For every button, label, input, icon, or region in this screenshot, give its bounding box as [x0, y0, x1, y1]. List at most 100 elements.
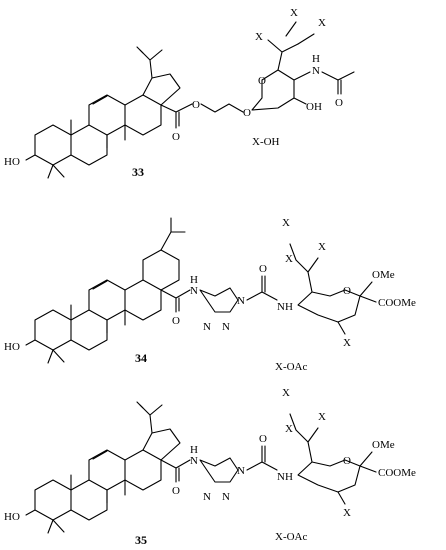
amide-o-label: O: [172, 315, 180, 327]
n-eq2-label: N: [222, 491, 230, 503]
ring-b: [70, 124, 108, 166]
x4-bond: [337, 321, 346, 335]
gem-methyl-1: [47, 164, 54, 179]
x-note-35: X-OAc: [275, 531, 307, 543]
compound-number-35: 35: [135, 533, 147, 547]
ring-a: [34, 309, 72, 351]
double-bond-c: [92, 280, 108, 290]
oh-bond: [293, 97, 307, 105]
ring-a: [34, 124, 72, 166]
ring-d: [124, 279, 162, 321]
isopropenyl: [139, 49, 163, 79]
x2-label: X: [290, 7, 298, 19]
nh-urea-label: NH: [277, 301, 293, 313]
urea-o-label: O: [259, 263, 267, 275]
isopropenyl-double: [136, 46, 144, 54]
coome-label: COOMe: [378, 467, 416, 479]
x1-label: X: [282, 217, 290, 229]
amide-carbon: [160, 459, 177, 483]
n-ring-label: N: [237, 465, 245, 477]
ring-d: [124, 94, 162, 136]
sugar-o-label: O: [343, 285, 351, 297]
x4-bond: [337, 491, 346, 505]
ring-e: [142, 73, 181, 106]
ester-carbon: [160, 104, 177, 129]
anomeric: [359, 281, 377, 303]
urea-o-label: O: [259, 433, 267, 445]
n-ring-label: N: [237, 295, 245, 307]
x3-label: X: [318, 17, 326, 29]
x2-label: X: [285, 253, 293, 265]
nh-bond: [293, 71, 311, 81]
triazole-ring: [199, 287, 239, 313]
amide-o-label: O: [335, 97, 343, 109]
x3-label: X: [318, 411, 326, 423]
compound-number-34: 34: [135, 351, 147, 365]
anomeric: [359, 451, 377, 473]
ester-o-label: O: [172, 131, 180, 143]
gem-dimethyl: [160, 217, 186, 251]
amide-n-bond: [175, 459, 191, 469]
ho-bond: [25, 339, 36, 346]
amide-n-bond: [175, 289, 191, 299]
double-bond-c: [92, 450, 108, 460]
ho-bond: [25, 509, 36, 516]
ho-bond: [25, 154, 36, 161]
x1-label: X: [255, 31, 263, 43]
ho-label: HO: [4, 341, 20, 353]
ethylene-linker: [200, 103, 244, 113]
x4-label: X: [343, 507, 351, 519]
isopropenyl: [139, 404, 163, 434]
amide-chain: [321, 71, 355, 81]
ring-a: [34, 479, 72, 521]
sugar-o-label: O: [343, 455, 351, 467]
side-chain: [289, 243, 319, 293]
gem-methyl-1: [47, 349, 54, 364]
nh-n-label: N: [312, 65, 320, 77]
gem-methyl-1: [47, 519, 54, 534]
coome-label: COOMe: [378, 297, 416, 309]
ome-label: OMe: [372, 439, 395, 451]
ester-bond: [175, 103, 193, 113]
nh-urea-label: NH: [277, 471, 293, 483]
compound-34: HO O H N N N N O NH O X X X X OMe COOMe …: [4, 217, 416, 373]
urea-chain: [246, 291, 278, 301]
side-chain: [289, 413, 319, 463]
n-label: N: [190, 455, 198, 467]
x-note-34: X-OAc: [275, 361, 307, 373]
sugar-ring: [251, 69, 295, 111]
x-note-33: X-OH: [252, 136, 280, 148]
compound-33: HO O O O O OH X X X H N O X-OH 33: [4, 7, 355, 179]
h-label: H: [190, 274, 198, 286]
ho-label: HO: [4, 156, 20, 168]
x2-label: X: [285, 423, 293, 435]
ring-b: [70, 479, 108, 521]
ester-o2-label: O: [192, 99, 200, 111]
urea-chain: [246, 461, 278, 471]
h-label: H: [190, 444, 198, 456]
ring-c: [88, 449, 126, 491]
x4-label: X: [343, 337, 351, 349]
n-eq-label: N: [203, 491, 211, 503]
ring-c: [88, 279, 126, 321]
nh-h-label: H: [312, 53, 320, 65]
ring-d: [124, 449, 162, 491]
amide-carbon: [160, 289, 177, 313]
triazole-ring: [199, 457, 239, 483]
amide-o-label: O: [172, 485, 180, 497]
isopropenyl-double: [136, 401, 144, 409]
compound-number-33: 33: [132, 165, 144, 179]
link-o-label: O: [243, 107, 251, 119]
ho-label: HO: [4, 511, 20, 523]
double-bond-c: [92, 95, 108, 105]
ring-c: [88, 94, 126, 136]
n-eq2-label: N: [222, 321, 230, 333]
side-chain: [267, 39, 299, 71]
ring-e: [142, 428, 181, 461]
x3-label: X: [318, 241, 326, 253]
n-label: N: [190, 285, 198, 297]
sugar-o-label: O: [258, 75, 266, 87]
oh-label: OH: [306, 101, 322, 113]
